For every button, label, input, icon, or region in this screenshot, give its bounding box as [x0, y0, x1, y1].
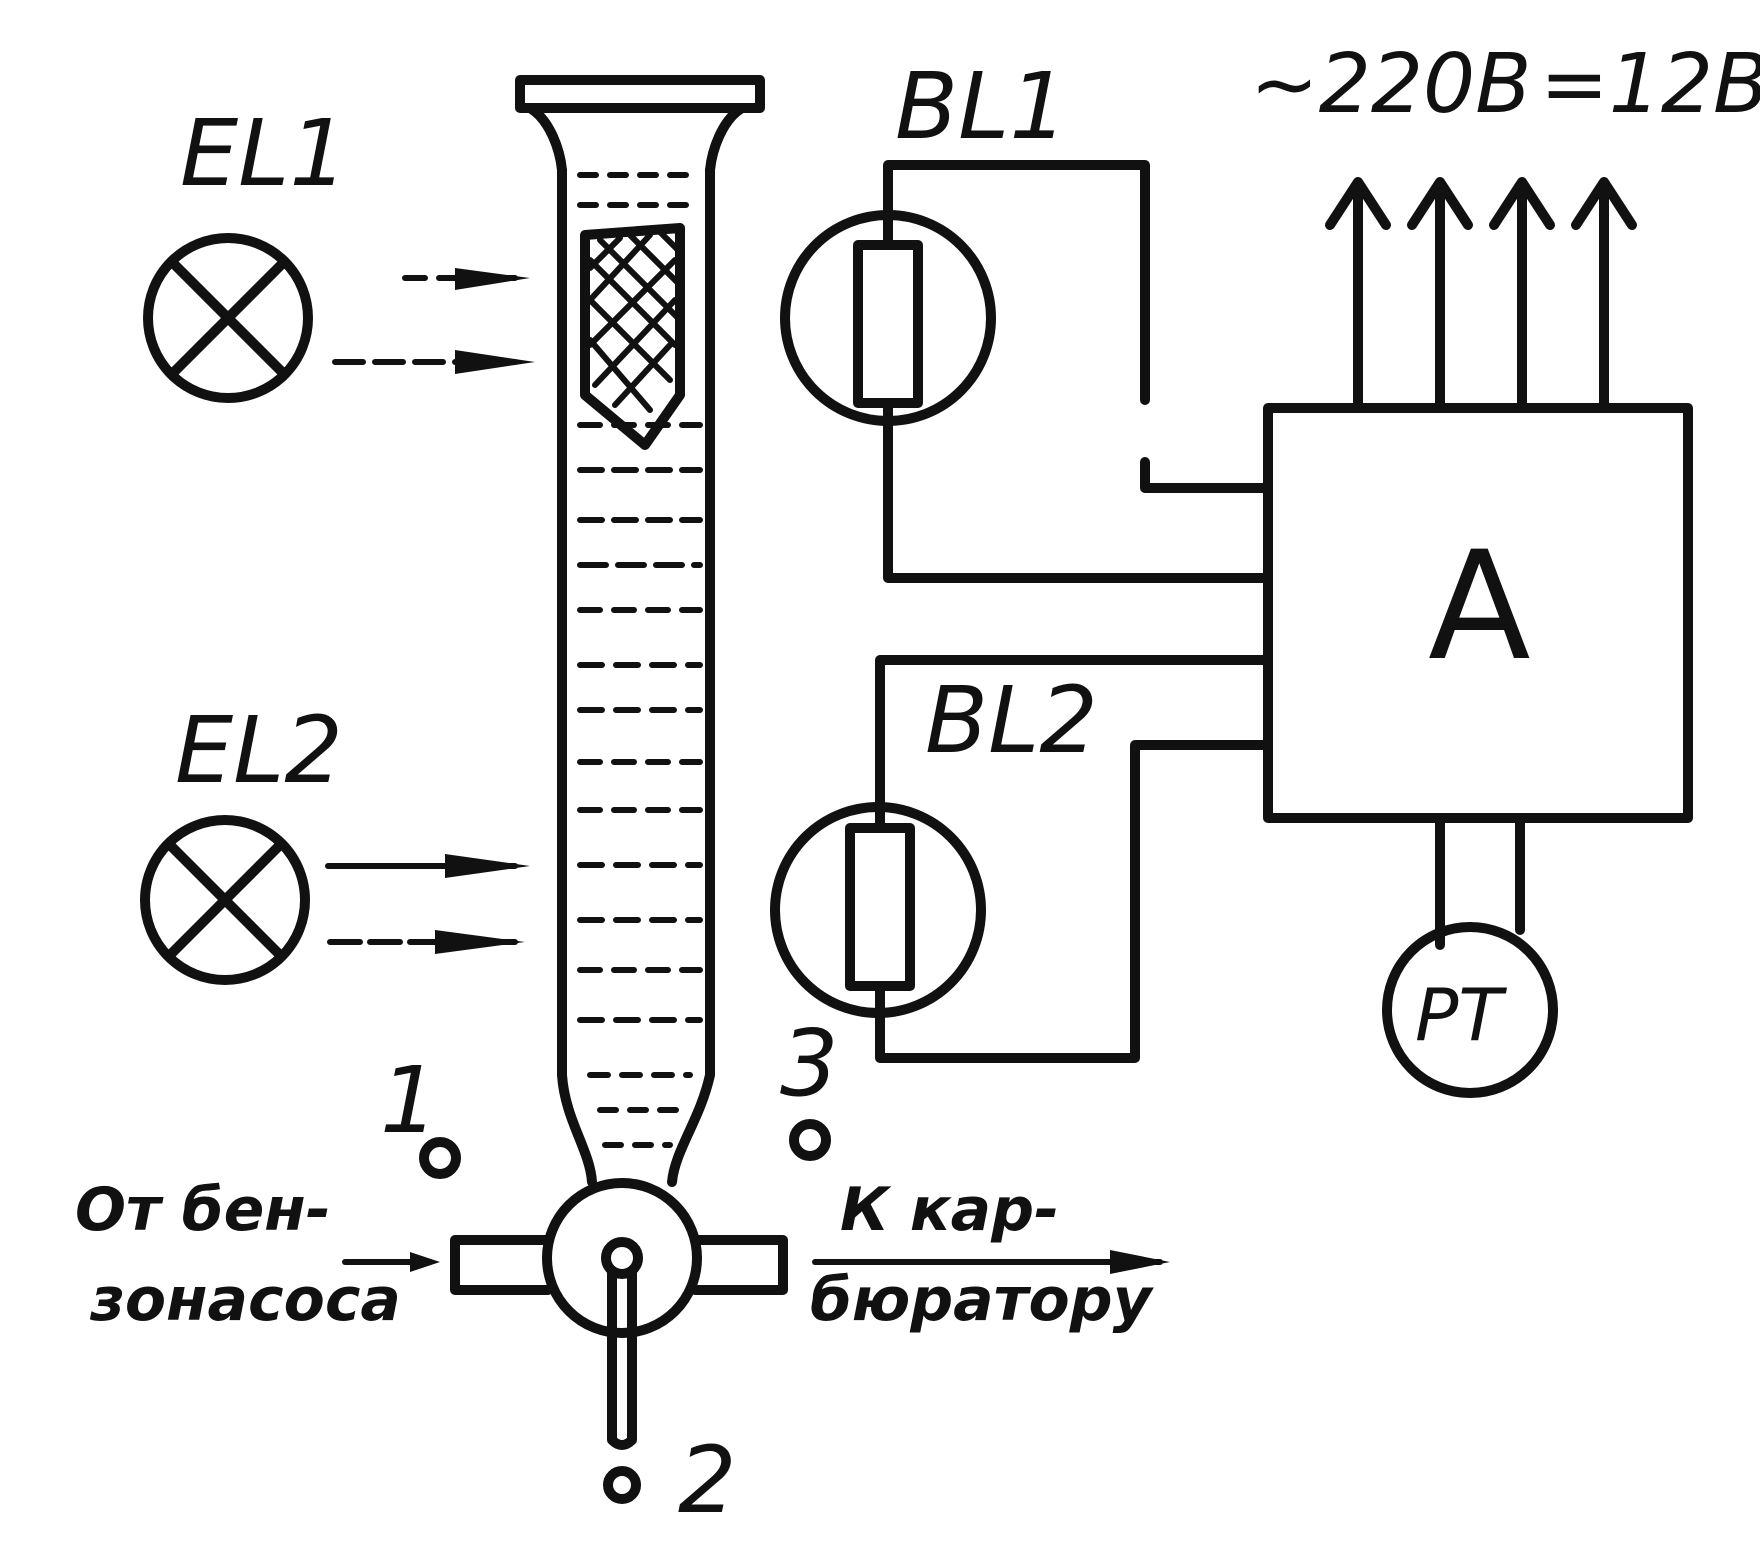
label-bl2: BL2 — [925, 667, 1098, 774]
port-3: 3 — [780, 1010, 839, 1161]
glass-tube — [515, 75, 765, 1187]
label-pt: PT — [1415, 973, 1507, 1057]
label-el1: EL1 — [180, 100, 348, 207]
photoresistor-bl2 — [770, 655, 1270, 1063]
lamp-el2 — [140, 815, 310, 985]
light-rays-el1 — [332, 268, 535, 374]
meter-pt: PT — [1382, 813, 1558, 1098]
graduation-marks — [577, 172, 703, 1148]
float — [580, 223, 685, 450]
light-rays-el2 — [325, 854, 530, 954]
label-port-2: 2 — [678, 1427, 737, 1534]
label-block-a: A — [1428, 520, 1531, 694]
lamp-el1 — [143, 233, 313, 403]
outlet-arrow — [812, 1250, 1170, 1274]
label-outlet-line1: К кар- — [840, 1175, 1059, 1245]
label-port-1: 1 — [380, 1047, 439, 1154]
photoresistor-bl1 — [780, 160, 1270, 583]
label-bl1: BL1 — [895, 53, 1068, 160]
block-a: A — [1263, 403, 1693, 823]
label-inlet-line2: зонасоса — [89, 1265, 401, 1335]
label-dc-supply: =12B — [1540, 37, 1760, 132]
three-way-valve — [450, 1178, 788, 1450]
label-el2: EL2 — [175, 697, 343, 804]
port-1: 1 — [380, 1047, 461, 1179]
label-inlet-line1: От бен- — [75, 1175, 331, 1245]
label-outlet-line2: бюратору — [810, 1265, 1155, 1335]
inlet-arrow — [342, 1252, 440, 1272]
label-ac-supply: ~220B — [1250, 37, 1531, 132]
label-port-3: 3 — [780, 1010, 839, 1117]
power-outputs — [1325, 177, 1637, 413]
port-2: 2 — [603, 1427, 737, 1534]
